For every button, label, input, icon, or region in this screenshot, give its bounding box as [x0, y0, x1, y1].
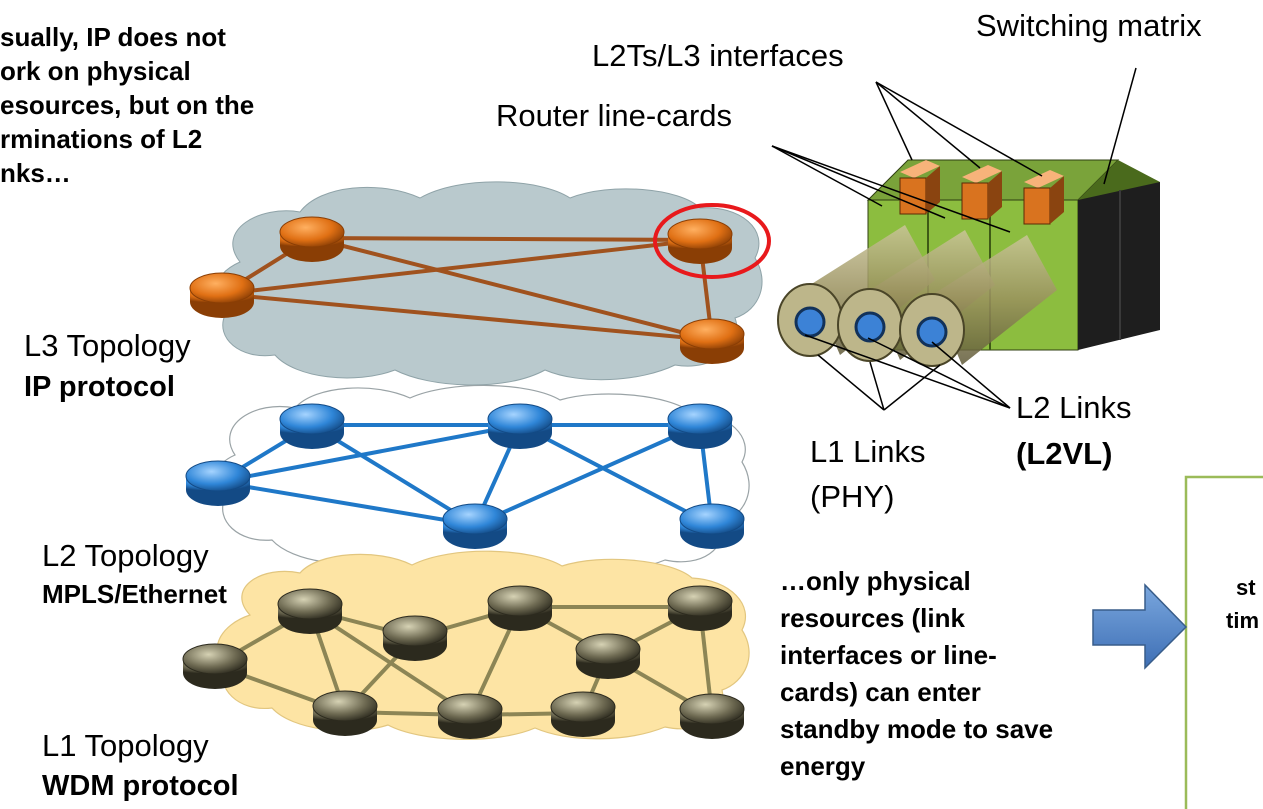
router-node	[679, 318, 745, 364]
l3-layer-name: L3 Topology	[24, 328, 191, 363]
router-node	[667, 403, 733, 449]
router-node	[277, 588, 343, 634]
link-tubes	[777, 225, 1057, 367]
right-panel	[1184, 475, 1263, 809]
router-node	[667, 218, 733, 264]
l1-layer-name: L1 Topology	[42, 728, 209, 763]
label-l2ts-l3-interfaces: L2Ts/L3 interfaces	[592, 38, 844, 73]
l3-nodes	[189, 216, 745, 364]
router-node	[487, 585, 553, 631]
l2-nodes	[185, 403, 745, 549]
note-top-line: ork on physical	[0, 56, 191, 86]
note-bottom-line: standby mode to save	[780, 714, 1054, 744]
l1-layer-protocol: WDM protocol	[42, 770, 239, 802]
router-node	[437, 693, 503, 739]
note-top-line: nks…	[0, 158, 71, 188]
highlight-circle	[653, 203, 771, 279]
router-node	[679, 503, 745, 549]
router-node	[182, 643, 248, 689]
right-panel-text: tim	[1226, 608, 1259, 633]
note-bottom-line: energy	[780, 751, 866, 781]
router-node	[279, 403, 345, 449]
router-node	[667, 585, 733, 631]
router-node	[382, 615, 448, 661]
note-bottom-line: interfaces or line-	[780, 640, 997, 670]
router-node	[679, 693, 745, 739]
note-top-line: esources, but on the	[0, 90, 255, 120]
note-top-line: rminations of L2	[0, 124, 203, 154]
callout-lines	[771, 67, 1137, 411]
l2ts-l3-interface-blocks	[899, 160, 1064, 225]
label-router-line-cards: Router line-cards	[496, 98, 733, 133]
note-bottom-line: …only physical	[780, 566, 971, 596]
note-bottom-line: resources (link	[780, 603, 965, 633]
router-node	[189, 272, 255, 318]
right-panel-text: st	[1236, 575, 1256, 600]
l3-layer-protocol: IP protocol	[24, 371, 175, 403]
router-node	[442, 503, 508, 549]
l2-layer-name: L2 Topology	[42, 538, 209, 573]
router-node	[487, 403, 553, 449]
note-top-line: sually, IP does not	[0, 22, 226, 52]
label-l1-links: L1 Links	[810, 434, 926, 469]
l1-nodes	[182, 585, 745, 739]
label-phy: (PHY)	[810, 479, 895, 514]
router-node	[312, 690, 378, 736]
router-node	[185, 460, 251, 506]
label-l2-links: L2 Links	[1016, 390, 1132, 425]
note-bottom-line: cards) can enter	[780, 677, 981, 707]
arrow-right-icon	[1092, 583, 1188, 670]
router-node	[550, 691, 616, 737]
label-l2vl: (L2VL)	[1016, 436, 1113, 471]
l2-layer-protocol: MPLS/Ethernet	[42, 579, 227, 609]
router-node	[575, 633, 641, 679]
label-switching-matrix: Switching matrix	[976, 8, 1202, 43]
router-node	[279, 216, 345, 262]
